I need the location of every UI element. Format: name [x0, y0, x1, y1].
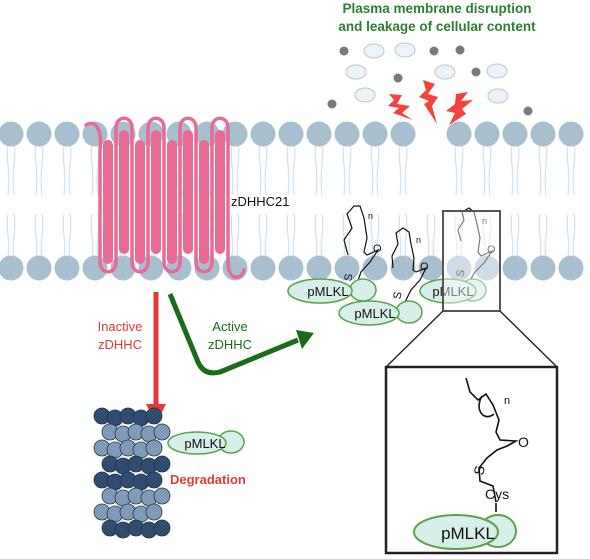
- pmlkl-label: pMLKL: [354, 306, 395, 321]
- transmembrane-helix: [135, 140, 145, 264]
- zoom-pmlkl-label: pMLKL: [441, 524, 495, 543]
- lipid-head-outer: [26, 121, 52, 147]
- lipid-head-outer: [502, 121, 528, 147]
- title-line-1: Plasma membrane disruption: [342, 1, 531, 16]
- lipid-head-inner: [0, 255, 24, 281]
- proteasome-icon: [93, 407, 171, 539]
- sulfur-label: S: [470, 464, 487, 476]
- repeat-n-label: n: [368, 211, 373, 221]
- lipid-head-inner: [418, 255, 444, 281]
- proteasome-subunit: [145, 471, 163, 489]
- lipid-head-outer: [0, 121, 24, 147]
- repeat-n-label: n: [482, 216, 487, 226]
- lipid-head-inner: [502, 255, 528, 281]
- lipid-head-inner: [278, 255, 304, 281]
- degradation-label: Degradation: [170, 472, 246, 487]
- proteasome-subunit: [145, 439, 163, 457]
- lipid-head-outer: [306, 121, 332, 147]
- lipid-head-outer: [474, 121, 500, 147]
- lipid-head-outer: [390, 121, 416, 147]
- lipid-head-outer: [334, 121, 360, 147]
- leaked-content: [327, 42, 533, 116]
- repeat-n-label: n: [416, 235, 421, 245]
- lipid-head-outer: [530, 121, 556, 147]
- lipid-head-inner: [362, 255, 388, 281]
- lipid-head-inner: [558, 255, 584, 281]
- transmembrane-helix: [167, 140, 177, 264]
- proteasome-subunit: [153, 519, 171, 537]
- proteasome-subunit: [145, 407, 163, 425]
- inactive-label-line-2: zDHHC: [98, 337, 142, 352]
- palmitoylated-pmlkl-1: O n S pMLKL: [287, 205, 382, 304]
- transmembrane-helix: [199, 140, 209, 264]
- degraded-pmlkl: pMLKL: [167, 430, 245, 455]
- transmembrane-helix: [119, 130, 129, 254]
- oxygen-label: O: [420, 261, 429, 273]
- active-arrow: [167, 293, 299, 376]
- active-label-line-2: zDHHC: [208, 337, 252, 352]
- lipid-head-outer: [558, 121, 584, 147]
- transmembrane-helix: [215, 130, 225, 254]
- transmembrane-helix: [103, 140, 113, 264]
- title-line-2: and leakage of cellular content: [338, 19, 536, 34]
- oxygen-label: O: [518, 434, 529, 450]
- transmembrane-helix: [151, 130, 161, 254]
- transmembrane-helix: [183, 130, 193, 254]
- lipid-head-inner: [530, 255, 556, 281]
- active-arrow-head: [296, 330, 314, 349]
- active-label-line-1: Active: [212, 319, 247, 334]
- sulfur-label: S: [392, 291, 405, 300]
- disruption-bolts: [388, 80, 473, 125]
- palmitoylated-pmlkl-2: O n S pMLKL: [338, 227, 429, 326]
- lipid-head-inner: [54, 255, 80, 281]
- zdhhc21-label: zDHHC21: [231, 194, 290, 209]
- lipid-head-inner: [446, 255, 472, 281]
- repeat-n-label: n: [504, 395, 510, 407]
- lipid-head-inner: [306, 255, 332, 281]
- proteasome-subunit: [153, 487, 171, 505]
- highlight-box: [442, 210, 501, 312]
- oxygen-label: O: [373, 243, 382, 255]
- lipid-head-inner: [334, 255, 360, 281]
- lipid-head-inner: [390, 255, 416, 281]
- sulfur-label: S: [343, 273, 356, 282]
- sulfur-label: S: [455, 269, 468, 278]
- lipid-head-outer: [278, 121, 304, 147]
- zoomed-palmitoyl-cys: n O S Cys pMLKL: [413, 377, 529, 550]
- lipid-head-inner: [138, 255, 164, 281]
- lipid-bilayer: [0, 121, 584, 281]
- lipid-head-inner: [26, 255, 52, 281]
- lipid-head-outer: [362, 121, 388, 147]
- degraded-pmlkl-label: pMLKL: [184, 436, 225, 451]
- inactive-label-line-1: Inactive: [98, 319, 143, 334]
- zoom-connectors: [385, 310, 558, 368]
- proteasome-subunit: [153, 423, 171, 441]
- lipid-head-outer: [250, 121, 276, 147]
- oxygen-label: O: [487, 244, 496, 256]
- proteasome-subunit: [153, 455, 171, 473]
- cysteine-label: Cys: [485, 486, 509, 502]
- palmitoylated-pmlkl-3: O n S pMLKL: [419, 207, 496, 304]
- zdhhc21-protein: [84, 116, 246, 279]
- lipid-head-inner: [474, 255, 500, 281]
- proteasome-subunit: [145, 503, 163, 521]
- lipid-head-outer: [54, 121, 80, 147]
- lipid-head-inner: [250, 255, 276, 281]
- lipid-head-outer: [446, 121, 472, 147]
- pmlkl-label: pMLKL: [307, 284, 348, 299]
